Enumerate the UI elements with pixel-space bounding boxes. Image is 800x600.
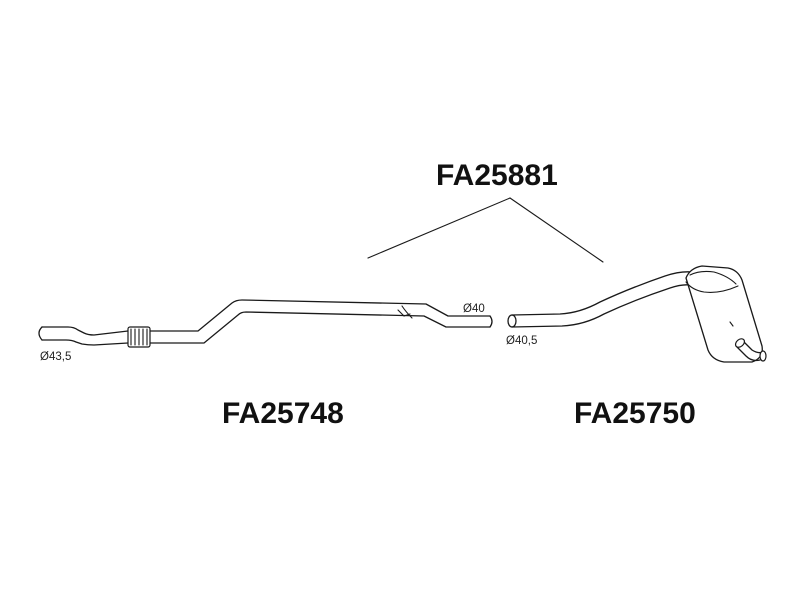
tail-pipe <box>734 338 767 362</box>
rear-pipe-inlet-end <box>507 314 517 328</box>
rear-inlet-diameter-label: Ø40,5 <box>506 335 537 347</box>
front-pipe-section <box>38 299 493 348</box>
diameter-symbol: Ø <box>463 303 472 315</box>
front-pipe-lower-edge <box>41 311 491 346</box>
diameter-symbol: Ø <box>506 335 515 347</box>
diameter-symbol: Ø <box>40 351 49 363</box>
svg-text:Ø43,5: Ø43,5 <box>40 351 71 363</box>
front-pipe-inlet-end <box>38 326 43 341</box>
kit-code-label: FA25881 <box>436 159 558 192</box>
svg-text:Ø40,5: Ø40,5 <box>506 335 537 347</box>
inlet-diameter-label: Ø43,5 <box>40 351 71 363</box>
rear-inlet-diameter-value: 40,5 <box>515 335 537 347</box>
muffler-body <box>685 265 763 363</box>
flex-joint <box>127 326 151 348</box>
inlet-diameter-value: 43,5 <box>49 351 71 363</box>
rear-pipe-lower-edge <box>511 284 691 328</box>
front-outlet-diameter-value: 40 <box>472 303 485 315</box>
svg-text:Ø40: Ø40 <box>463 303 485 315</box>
rear-muffler-section <box>507 265 767 363</box>
front-pipe-upper-edge <box>41 299 491 336</box>
kit-bracket <box>367 197 604 263</box>
front-pipe-hanger <box>397 305 413 319</box>
front-outlet-diameter-label: Ø40 <box>463 303 485 315</box>
rear-pipe-upper-edge <box>511 271 693 316</box>
rear-section-code-label: FA25750 <box>574 397 696 430</box>
front-pipe-outlet-end <box>489 315 493 328</box>
front-section-code-label: FA25748 <box>222 397 344 430</box>
